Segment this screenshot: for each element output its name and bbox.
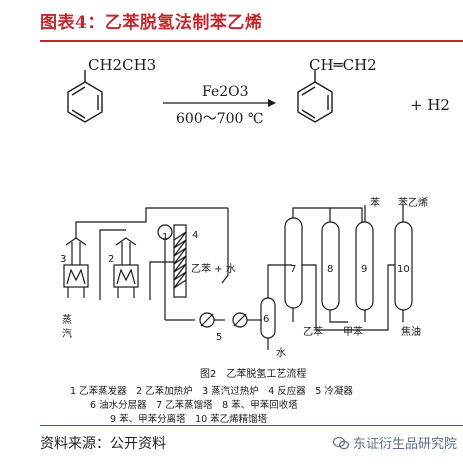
bottom-ethylbenzene-label: 乙苯 xyxy=(303,325,323,338)
source-note: 资料来源：公开资料 xyxy=(40,436,166,452)
unit-label-6: 6 xyxy=(263,314,269,325)
footer-rule xyxy=(40,425,463,426)
unit-label-7: 7 xyxy=(290,264,296,275)
reactor xyxy=(173,224,187,298)
product-group-label: CH═CH2 xyxy=(309,56,377,74)
watermark-text: 东证衍生品研究院 xyxy=(352,437,457,452)
steam-label-1: 蒸 xyxy=(62,314,72,326)
legend-line-2: 6 油水分层器 7 乙苯蒸馏塔 8 苯、甲苯回收塔 xyxy=(90,399,298,411)
reaction-arrowhead xyxy=(268,99,276,107)
figure-title: 图表4：乙苯脱氢法制苯乙烯 xyxy=(40,13,263,33)
unit-label-5: 5 xyxy=(216,332,222,343)
ethylbenzene-heater xyxy=(113,237,139,298)
bottom-tar-label: 焦油 xyxy=(401,325,421,338)
top-styrene-label: 苯乙烯 xyxy=(398,196,428,209)
bottom-toluene-label: 甲苯 xyxy=(343,325,363,338)
process-figure: CH2CH3 Fe2O3 600～700 ℃ CH═CH2 + H2 xyxy=(60,56,450,425)
unit-label-2: 2 xyxy=(108,254,114,265)
unit-label-3: 3 xyxy=(60,254,66,265)
watermark: 东证衍生品研究院 xyxy=(332,433,457,452)
legend-line-3: 9 苯、甲苯分离塔 10 苯乙烯精馏塔 xyxy=(110,413,268,425)
legend-line-1: 1 乙苯蒸发器 2 乙苯加热炉 3 蒸汽过热炉 4 反应器 5 冷凝器 xyxy=(70,385,353,397)
feed-label: 乙苯 + 水 xyxy=(191,262,236,275)
steam-superheater xyxy=(63,237,89,298)
byproduct-label: + H2 xyxy=(410,96,450,114)
unit-label-9: 9 xyxy=(361,264,367,275)
wechat-icon xyxy=(332,436,349,449)
product-molecule xyxy=(297,70,333,123)
unit-label-4: 4 xyxy=(192,230,198,241)
reactant-group-label: CH2CH3 xyxy=(88,56,156,74)
steam-label-2: 汽 xyxy=(62,327,72,340)
unit-label-1: 1 xyxy=(162,232,168,243)
water-label: 水 xyxy=(276,347,286,359)
reactant-molecule xyxy=(67,70,103,123)
catalyst-label: Fe2O3 xyxy=(202,84,249,100)
unit-label-8: 8 xyxy=(327,264,333,275)
flow-diagram xyxy=(63,205,413,350)
temperature-label: 600～700 ℃ xyxy=(176,111,264,127)
ethylbenzene-evaporator xyxy=(157,224,195,321)
unit-label-10: 10 xyxy=(397,264,410,275)
top-benzene-label: 苯 xyxy=(370,196,380,209)
title-rule xyxy=(40,40,463,42)
column-7 xyxy=(284,217,303,309)
flow-caption: 图2 乙苯脱氢工艺流程 xyxy=(200,367,306,380)
